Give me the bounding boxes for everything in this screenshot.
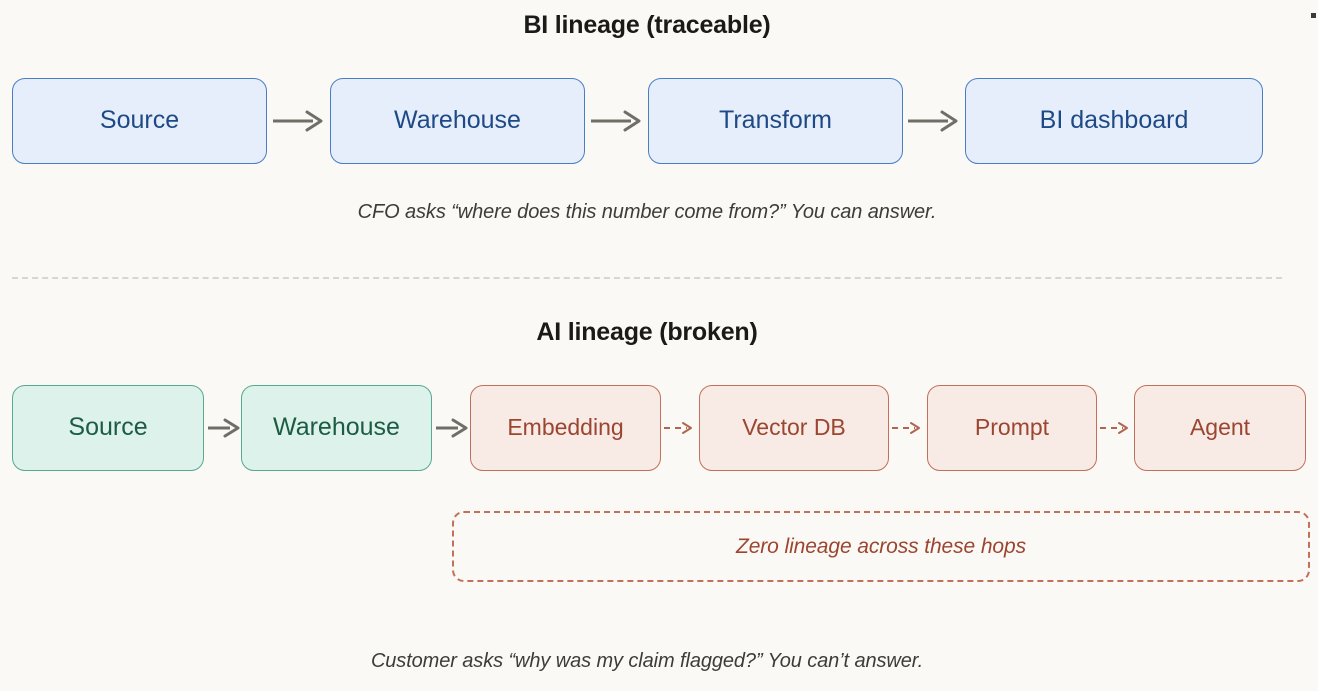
callout-label: Zero lineage across these hops <box>735 534 1026 558</box>
bi-arrow-source-to-warehouse <box>273 110 323 132</box>
bi-arrow-warehouse-to-transform <box>591 110 641 132</box>
bi-arrow-transform-to-bi-dashboard <box>908 110 958 132</box>
bi-section-caption: CFO asks “where does this number come fr… <box>357 201 937 223</box>
bi-node-transform[interactable]: Transform <box>648 78 903 164</box>
node-label: Prompt <box>974 414 1050 441</box>
ai-node-vector-db[interactable]: Vector DB <box>699 385 889 471</box>
node-label: Embedding <box>507 414 624 441</box>
ai-node-embedding[interactable]: Embedding <box>470 385 661 471</box>
node-label: Vector DB <box>742 414 846 441</box>
bi-section-title: BI lineage (traceable) <box>523 11 771 39</box>
ai-node-source[interactable]: Source <box>12 385 204 471</box>
ai-node-prompt[interactable]: Prompt <box>927 385 1097 471</box>
node-label: Warehouse <box>273 413 400 442</box>
ai-arrow-source-to-warehouse <box>208 418 240 438</box>
ai-node-warehouse[interactable]: Warehouse <box>241 385 432 471</box>
zero-lineage-callout: Zero lineage across these hops <box>452 511 1310 582</box>
ai-arrow-prompt-to-agent <box>1100 422 1128 434</box>
node-label: Agent <box>1189 414 1251 441</box>
ai-node-agent[interactable]: Agent <box>1134 385 1306 471</box>
node-label: BI dashboard <box>1039 106 1189 135</box>
bi-node-warehouse[interactable]: Warehouse <box>330 78 585 164</box>
ai-arrow-warehouse-to-embedding <box>436 418 468 438</box>
node-label: Warehouse <box>394 106 521 135</box>
section-divider <box>12 277 1282 279</box>
node-label: Source <box>68 413 148 442</box>
bi-node-source[interactable]: Source <box>12 78 267 164</box>
bi-node-bi-dashboard[interactable]: BI dashboard <box>965 78 1263 164</box>
node-label: Source <box>99 106 180 135</box>
ai-arrow-embedding-to-vector-db <box>664 422 692 434</box>
ai-section-caption: Customer asks “why was my claim flagged?… <box>370 650 924 672</box>
node-label: Transform <box>719 106 832 135</box>
ai-arrow-vector-db-to-prompt <box>892 422 920 434</box>
ai-section-title: AI lineage (broken) <box>536 318 758 346</box>
corner-marker-dot <box>1311 13 1316 18</box>
